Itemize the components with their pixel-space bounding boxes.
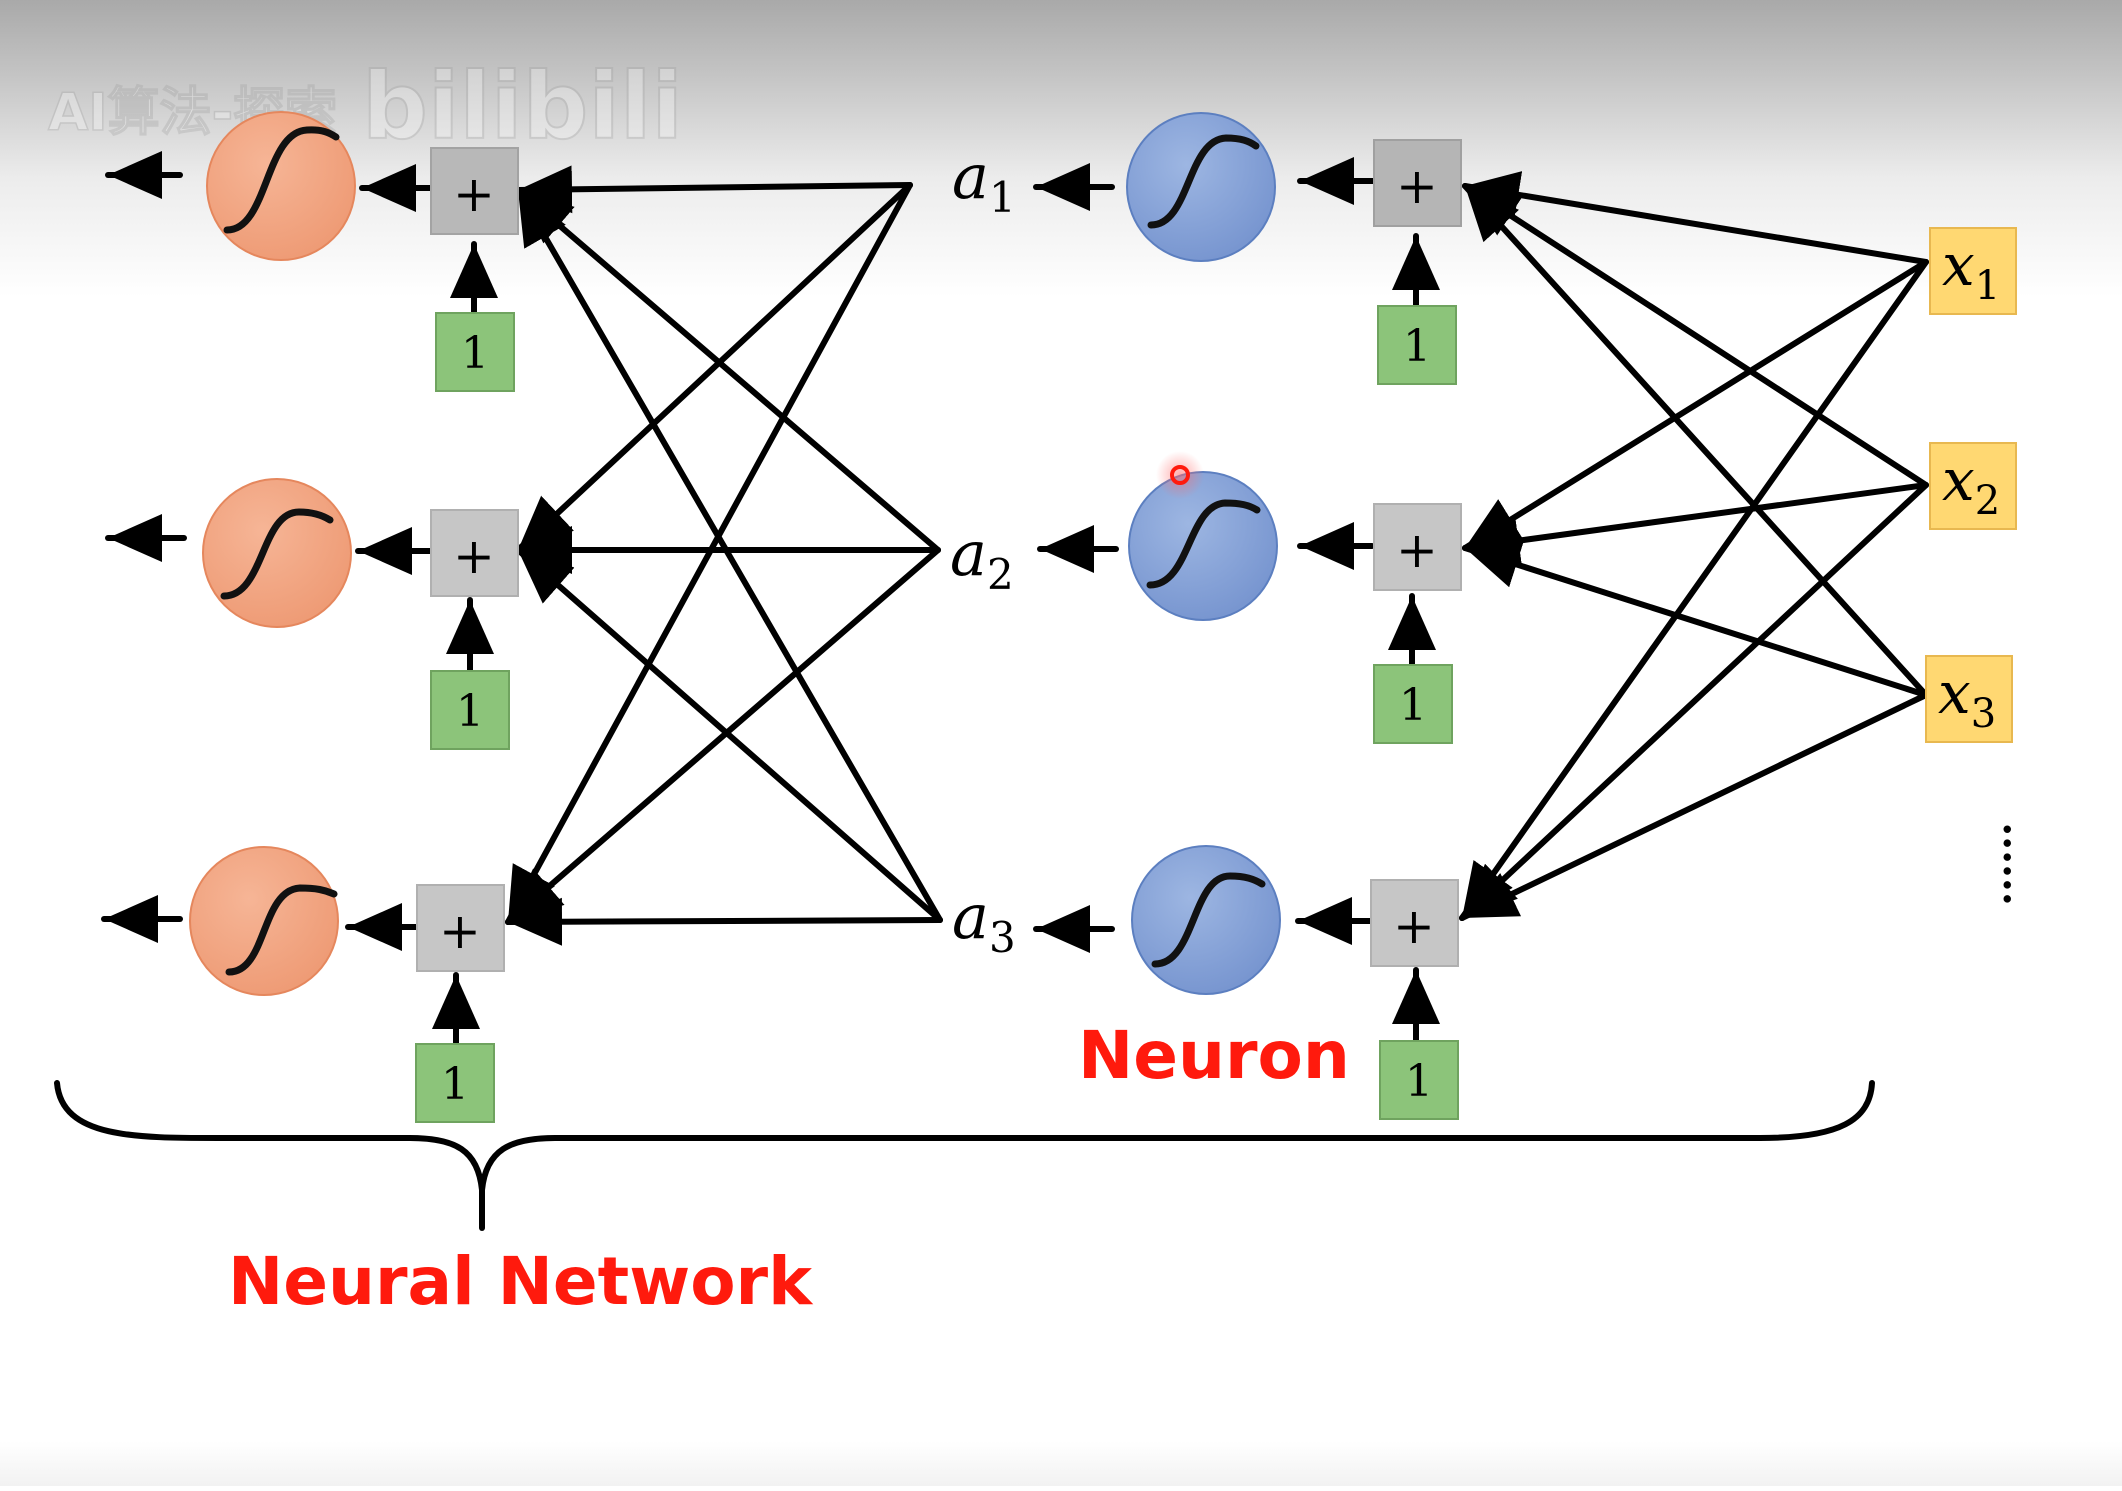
- output-neuron-2: [202, 478, 352, 628]
- bias-value: 1: [1399, 680, 1427, 731]
- hidden-neuron-3: [1131, 845, 1281, 995]
- bias-value: 1: [1403, 321, 1431, 372]
- output-sum-node-2: +: [430, 509, 519, 597]
- flow-arrows: [101, 151, 1440, 1046]
- bias-nodes: 1 1 1 1 1 1: [415, 305, 1459, 1123]
- sum-nodes: + + + + + +: [416, 139, 1462, 972]
- hidden-label-1: a1: [952, 140, 1016, 222]
- output-layer: [189, 111, 356, 996]
- hidden-bias-node-1: 1: [1377, 305, 1457, 385]
- plus-icon: +: [453, 165, 495, 223]
- plus-icon: +: [1396, 157, 1438, 215]
- sigmoid-icon: [1151, 872, 1266, 968]
- neural-network-label: Neural Network: [228, 1243, 814, 1320]
- hidden-output-labels: a1 a2 a3: [950, 140, 1016, 962]
- output-sum-node-1: +: [430, 147, 519, 235]
- hidden-sum-node-1: +: [1373, 139, 1462, 227]
- input-label-1: x1: [1942, 231, 2000, 309]
- red-circle-pointer-icon: [1156, 451, 1204, 499]
- hidden-bias-node-3: 1: [1379, 1040, 1459, 1120]
- input-node-3: x3: [1925, 655, 2013, 743]
- output-bias-node-1: 1: [435, 312, 515, 392]
- input-layer: x1 x2 x3 ......: [1925, 227, 2041, 906]
- sigmoid-icon: [223, 126, 340, 234]
- output-bias-node-2: 1: [430, 670, 510, 750]
- sigmoid-icon: [220, 508, 334, 600]
- output-sum-node-3: +: [416, 884, 505, 972]
- input-label-3: x3: [1938, 659, 1996, 737]
- hidden-label-2: a2: [950, 517, 1014, 599]
- connection-edges: [505, 165, 1929, 946]
- bias-value: 1: [441, 1059, 469, 1110]
- hidden-sum-node-2: +: [1373, 503, 1462, 591]
- plus-icon: +: [1393, 897, 1435, 955]
- bias-value: 1: [456, 686, 484, 737]
- input-node-2: x2: [1929, 442, 2017, 530]
- plus-icon: +: [453, 527, 495, 585]
- bias-value: 1: [1405, 1056, 1433, 1107]
- bilibili-logo-icon: bilibili: [362, 53, 683, 160]
- input-node-1: x1: [1929, 227, 2017, 315]
- bias-value: 1: [461, 328, 489, 379]
- hidden-neuron-2: [1128, 471, 1278, 621]
- neuron-label: Neuron: [1078, 1017, 1350, 1094]
- plus-icon: +: [439, 902, 481, 960]
- sigmoid-icon: [225, 884, 338, 976]
- output-bias-node-3: 1: [415, 1043, 495, 1123]
- plus-icon: +: [1396, 521, 1438, 579]
- hidden-sum-node-3: +: [1370, 879, 1459, 967]
- sigmoid-icon: [1147, 134, 1260, 229]
- hidden-neuron-1: [1126, 112, 1276, 262]
- input-label-2: x2: [1942, 446, 2000, 524]
- hidden-label-3: a3: [952, 880, 1016, 962]
- hidden-bias-node-2: 1: [1373, 664, 1453, 744]
- sigmoid-icon: [1146, 499, 1261, 589]
- output-neuron-1: [206, 111, 356, 261]
- output-neuron-3: [189, 846, 339, 996]
- hidden-layer: [1126, 112, 1281, 995]
- input-ellipsis: ......: [1994, 822, 2041, 906]
